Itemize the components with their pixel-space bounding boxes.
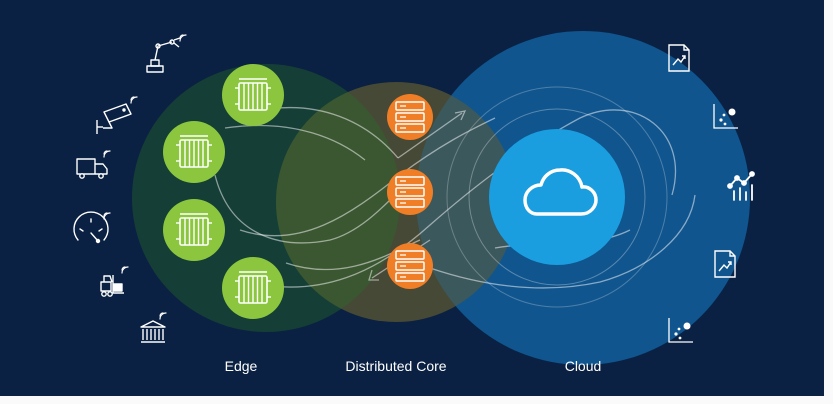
core-server — [387, 169, 433, 215]
cloud-ring — [468, 108, 646, 286]
edge-node — [163, 199, 225, 261]
core-server — [387, 243, 433, 289]
flow-arrow — [397, 112, 463, 159]
flow-arrowhead — [454, 110, 467, 121]
edge-label: Edge — [224, 358, 258, 374]
distributed-core-label: Distributed Core — [345, 358, 447, 374]
security-camera-icon — [96, 96, 138, 134]
flow-line — [214, 174, 401, 244]
robotic-arm-icon — [146, 34, 187, 73]
core-server-circle — [387, 94, 433, 140]
flow-line — [224, 124, 366, 161]
cloud-ring — [446, 86, 668, 308]
edge-node — [222, 64, 284, 126]
edge-node — [222, 257, 284, 319]
cloud-icon — [523, 168, 598, 216]
cloud-hub — [489, 129, 625, 265]
edge-node — [163, 121, 225, 183]
delivery-truck-icon — [76, 150, 111, 179]
core-server — [387, 94, 433, 140]
core-server-circle — [387, 243, 433, 289]
core-server-circle — [387, 169, 433, 215]
flow-line — [239, 109, 677, 288]
forklift-icon — [100, 266, 129, 297]
gauge-meter-icon — [73, 211, 111, 244]
cloud-label: Cloud — [564, 358, 602, 374]
analytics-bars-icon — [727, 171, 755, 201]
flow-line — [429, 194, 696, 289]
flow-arrowhead — [368, 269, 379, 281]
bank-building-icon — [140, 312, 167, 343]
